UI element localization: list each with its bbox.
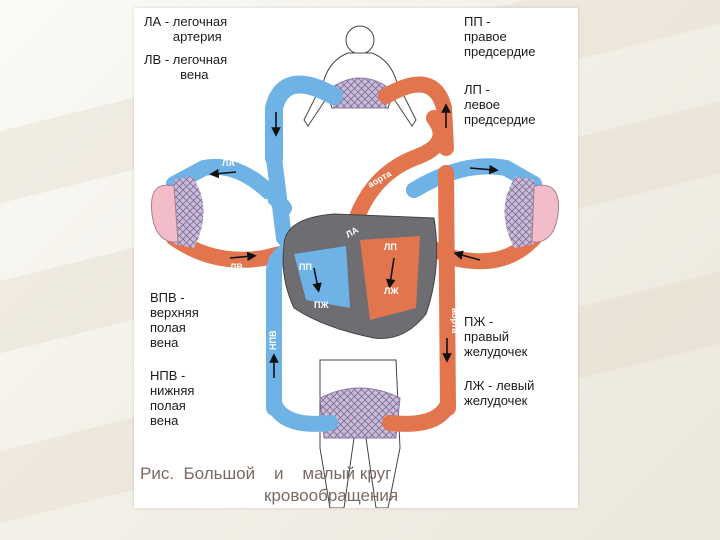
left-lung	[150, 184, 179, 243]
label-lp: ЛП	[384, 242, 397, 252]
superior-vena-cava	[266, 150, 292, 246]
label-pzh: ПЖ	[314, 300, 329, 310]
lower-artery-path	[382, 396, 456, 432]
label-lv-left: ЛВ	[230, 262, 243, 272]
heart	[282, 213, 438, 339]
upper-capillary-net	[333, 77, 387, 109]
lower-body-figure	[319, 359, 401, 508]
circulation-figure: ЛА ЛВ ЛВ ВПВ НПВ аорта аорта ПП ЛП ЛА ПЖ…	[134, 8, 578, 508]
circulation-diagram: ЛА ЛВ ЛВ ВПВ НПВ аорта аорта ПП ЛП ЛА ПЖ…	[150, 25, 559, 508]
label-pp: ПП	[299, 262, 312, 272]
left-lung-capillaries	[174, 176, 204, 248]
caption-line1: Рис. Большой и малый круг	[140, 464, 392, 483]
caption-line2: кровообращения	[264, 486, 399, 505]
pulmonary-artery-right	[406, 158, 542, 198]
left-heart	[360, 236, 420, 320]
legend-vpv: ВПВ - верхняя полая вена	[150, 290, 199, 350]
label-lv-right: ЛВ	[484, 270, 497, 280]
label-lzh: ЛЖ	[384, 286, 399, 296]
legend-lv: ЛВ - легочная вена	[144, 52, 228, 82]
aortic-arch	[342, 110, 449, 248]
right-heart	[294, 246, 350, 308]
legend-npv: НПВ - нижняя полая вена	[150, 368, 195, 428]
legend-pzh: ПЖ - правый желудочек	[464, 314, 528, 359]
label-npv: НПВ	[268, 330, 278, 350]
right-lung	[531, 184, 559, 243]
legend-pp: ПП - правое предсердие	[464, 14, 536, 59]
descending-aorta	[438, 165, 456, 416]
legend-lp: ЛП - левое предсердие	[464, 82, 536, 127]
label-aorta-side: аорта	[450, 308, 460, 334]
right-lung-capillaries	[504, 176, 534, 248]
label-la: ЛА	[222, 158, 235, 168]
legend-lzh: ЛЖ - левый желудочек	[464, 378, 535, 408]
flow-arrows	[209, 103, 499, 378]
legend-la: ЛА - легочная артерия	[144, 14, 228, 44]
lower-vein-path	[266, 396, 338, 432]
label-vpv: ВПВ	[257, 197, 270, 218]
upper-vein-path	[265, 75, 343, 167]
upper-body-figure	[303, 25, 417, 127]
